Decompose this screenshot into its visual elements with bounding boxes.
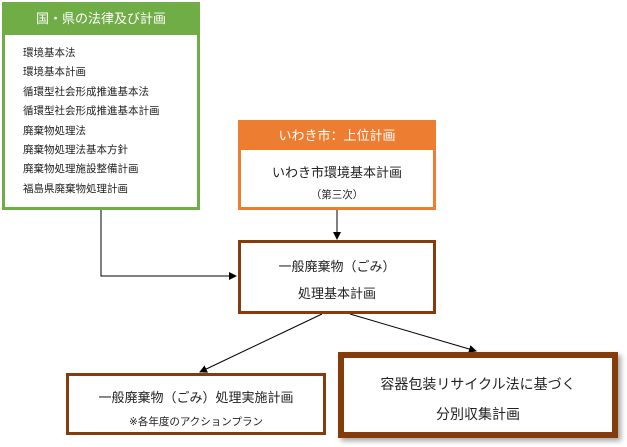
recycling-plan-line1: 容器包装リサイクル法に基づく xyxy=(380,377,576,393)
law-list-item: 環境基本計画 xyxy=(23,66,86,79)
law-list-item: 循環型社会形成推進基本法 xyxy=(23,85,149,98)
law-list-item: 福島県廃棄物処理計画 xyxy=(23,182,128,195)
law-list-item: 廃棄物処理法 xyxy=(23,124,86,137)
national-prefectural-laws-box: 国・県の法律及び計画 環境基本法 環境基本計画 循環型社会形成推進基本法 循環型… xyxy=(2,2,200,210)
law-list-item: 循環型社会形成推進基本計画 xyxy=(23,105,160,118)
law-list-item: 環境基本法 xyxy=(23,47,76,59)
basic-waste-plan-box: 一般廃棄物（ごみ） 処理基本計画 xyxy=(238,240,436,314)
implementation-plan-box: 一般廃棄物（ごみ）処理実施計画 ※各年度のアクションプラン xyxy=(66,373,326,435)
basic-plan-line2: 処理基本計画 xyxy=(297,287,376,302)
law-list: 環境基本法 環境基本計画 循環型社会形成推進基本法 循環型社会形成推進基本計画 … xyxy=(5,35,197,199)
law-box-title: 国・県の法律及び計画 xyxy=(5,5,197,35)
container-recycling-plan-box: 容器包装リサイクル法に基づく 分別収集計画 xyxy=(338,352,618,438)
iwaki-upper-plan-box: いわき市：上位計画 いわき市環境基本計画 （第三次） xyxy=(238,120,436,210)
upper-plan-title: いわき市：上位計画 xyxy=(241,123,433,150)
basic-plan-line1: 一般廃棄物（ごみ） xyxy=(278,260,396,275)
law-list-item: 廃棄物処理法基本方針 xyxy=(23,144,128,157)
law-to-basic-arrow xyxy=(100,210,237,280)
basic-to-impl-arrow xyxy=(199,313,323,373)
environment-plan-edition: （第三次） xyxy=(310,189,364,201)
environment-plan-name: いわき市環境基本計画 xyxy=(271,166,402,181)
impl-plan-note: ※各年度のアクションプラン xyxy=(129,416,263,428)
law-list-item: 廃棄物処理施設整備計画 xyxy=(23,163,139,176)
recycling-plan-line2: 分別収集計画 xyxy=(436,407,520,423)
basic-to-recycle-arrow xyxy=(349,313,477,353)
impl-plan-title: 一般廃棄物（ごみ）処理実施計画 xyxy=(98,391,294,406)
